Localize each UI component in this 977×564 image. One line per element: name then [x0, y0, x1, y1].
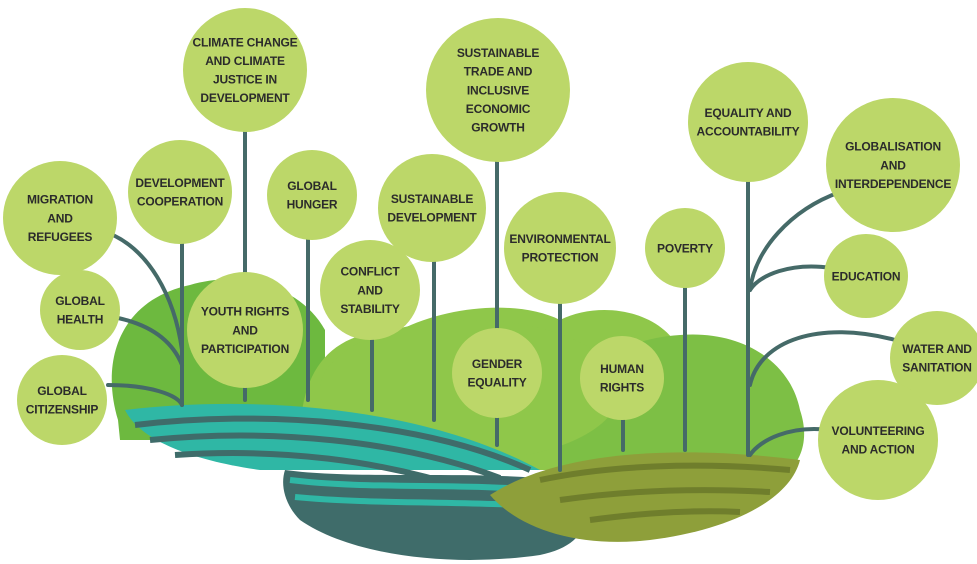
bubble-label-water-sanitation: SANITATION	[902, 361, 972, 375]
bubble-global-health: GLOBAL HEALTH	[40, 270, 120, 350]
bubble-volunteering: VOLUNTEERING AND ACTION	[818, 380, 938, 500]
bubble-environmental-protection: ENVIRONMENTAL PROTECTION	[504, 192, 616, 304]
bubble-label-conflict-stability: CONFLICT	[340, 265, 400, 279]
bubble-label-conflict-stability: STABILITY	[340, 302, 400, 316]
stem-migration	[98, 228, 184, 352]
bubble-circle-conflict-stability	[320, 240, 420, 340]
teal-stripe-1	[134, 415, 532, 473]
bubble-label-volunteering: VOLUNTEERING	[832, 424, 925, 438]
bubble-label-climate-change: JUSTICE IN	[213, 73, 277, 87]
bubble-label-gender-equality: EQUALITY	[467, 376, 526, 390]
bubble-climate-change: CLIMATE CHANGE AND CLIMATE JUSTICE IN DEVEL…	[183, 8, 307, 132]
stem-water-sanitation	[748, 330, 897, 387]
bubble-circle-poverty	[645, 208, 725, 288]
bubble-circle-global-health	[40, 270, 120, 350]
bubble-label-globalisation: AND	[880, 158, 906, 172]
bubble-label-sustainable-development: SUSTAINABLE	[391, 192, 473, 206]
bubble-label-human-rights: HUMAN	[600, 362, 644, 376]
bubble-label-climate-change: AND CLIMATE	[205, 54, 285, 68]
bubble-migration: MIGRATION AND REFUGEES	[3, 161, 117, 275]
bubble-education: EDUCATION	[824, 234, 908, 318]
bubble-circle-global-hunger	[267, 150, 357, 240]
bubble-circle-globalisation	[826, 98, 960, 232]
bubble-circle-education	[824, 234, 908, 318]
bubble-label-water-sanitation: WATER AND	[902, 342, 972, 356]
bubble-label-global-hunger: GLOBAL	[287, 179, 336, 193]
bubble-label-migration: AND	[47, 211, 73, 225]
bubble-label-environmental-protection: PROTECTION	[522, 251, 599, 265]
bubble-circle-youth-rights	[187, 272, 303, 388]
bubble-label-climate-change: CLIMATE CHANGE	[193, 35, 298, 49]
olive-stripe-2	[559, 487, 771, 503]
bubble-label-development-cooperation: COOPERATION	[137, 195, 223, 209]
bubble-circle-equality-accountability	[688, 62, 808, 182]
stem-global-health	[116, 316, 184, 367]
bubble-circle-environmental-protection	[504, 192, 616, 304]
bubble-label-poverty: POVERTY	[657, 241, 713, 255]
bubble-label-sustainable-trade: TRADE AND	[464, 65, 533, 79]
bubble-circle-migration	[3, 161, 117, 275]
bubble-label-sustainable-trade: INCLUSIVE	[467, 83, 529, 97]
bubble-label-globalisation: INTERDEPENDENCE	[835, 177, 952, 191]
bubble-circle-volunteering	[818, 380, 938, 500]
bubble-sustainable-development: SUSTAINABLE DEVELOPMENT	[378, 154, 486, 262]
striped-fields	[125, 403, 800, 560]
bubble-label-global-citizenship: CITIZENSHIP	[26, 403, 99, 417]
bubble-water-sanitation: WATER AND SANITATION	[890, 311, 977, 405]
bubble-conflict-stability: CONFLICT AND STABILITY	[320, 240, 420, 340]
topic-bubbles: MIGRATION AND REFUGEES GLOBAL HEALTH GLOBAL CI…	[3, 8, 977, 500]
bubble-label-equality-accountability: ACCOUNTABILITY	[697, 125, 800, 139]
stem-globalisation	[748, 190, 842, 292]
bubble-label-education: EDUCATION	[832, 269, 901, 283]
bubble-human-rights: HUMAN RIGHTS	[580, 336, 664, 420]
bubble-circle-sustainable-trade	[426, 18, 570, 162]
olive-stripe-1	[539, 462, 791, 483]
bubble-label-youth-rights: YOUTH RIGHTS	[201, 305, 289, 319]
bubble-label-sustainable-trade: SUSTAINABLE	[457, 46, 539, 60]
bubble-label-global-hunger: HUNGER	[287, 198, 338, 212]
stem-education	[748, 264, 834, 292]
bubble-circle-global-citizenship	[17, 355, 107, 445]
bubble-label-conflict-stability: AND	[357, 283, 383, 297]
bubble-label-human-rights: RIGHTS	[600, 381, 644, 395]
bubble-sustainable-trade: SUSTAINABLE TRADE AND INCLUSIVE ECONOMIC GRO…	[426, 18, 570, 162]
olive-stripe-3	[589, 508, 741, 523]
bubble-label-global-health: HEALTH	[57, 313, 104, 327]
bubble-label-gender-equality: GENDER	[472, 357, 523, 371]
bubble-label-climate-change: DEVELOPMENT	[200, 91, 290, 105]
bubble-circle-gender-equality	[452, 328, 542, 418]
bubble-development-cooperation: DEVELOPMENT COOPERATION	[128, 140, 232, 244]
bubble-globalisation: GLOBALISATION AND INTERDEPENDENCE	[826, 98, 960, 232]
bubble-label-development-cooperation: DEVELOPMENT	[135, 176, 225, 190]
bubble-label-migration: MIGRATION	[27, 193, 93, 207]
bubble-circle-human-rights	[580, 336, 664, 420]
bubble-global-hunger: GLOBAL HUNGER	[267, 150, 357, 240]
bubble-label-migration: REFUGEES	[28, 230, 93, 244]
teal-stripe-2	[149, 432, 502, 481]
bubble-label-globalisation: GLOBALISATION	[845, 140, 941, 154]
bubble-label-environmental-protection: ENVIRONMENTAL	[509, 232, 610, 246]
bubble-youth-rights: YOUTH RIGHTS AND PARTICIPATION	[187, 272, 303, 388]
bubble-equality-accountability: EQUALITY AND ACCOUNTABILITY	[688, 62, 808, 182]
bubble-global-citizenship: GLOBAL CITIZENSHIP	[17, 355, 107, 445]
bubble-label-global-citizenship: GLOBAL	[37, 384, 86, 398]
bubble-label-youth-rights: AND	[232, 323, 258, 337]
bubble-gender-equality: GENDER EQUALITY	[452, 328, 542, 418]
bubble-label-global-health: GLOBAL	[55, 294, 104, 308]
bubble-label-sustainable-trade: ECONOMIC	[466, 102, 531, 116]
bubble-label-sustainable-trade: GROWTH	[471, 121, 524, 135]
bubble-circle-development-cooperation	[128, 140, 232, 244]
bubble-circle-sustainable-development	[378, 154, 486, 262]
bubble-label-equality-accountability: EQUALITY AND	[705, 106, 792, 120]
bubble-poverty: POVERTY	[645, 208, 725, 288]
bubble-label-sustainable-development: DEVELOPMENT	[387, 211, 477, 225]
bubble-label-volunteering: AND ACTION	[842, 443, 915, 457]
bubble-circle-water-sanitation	[890, 311, 977, 405]
stem-volunteering	[748, 427, 832, 457]
bubble-circle-climate-change	[183, 8, 307, 132]
bubble-label-youth-rights: PARTICIPATION	[201, 342, 289, 356]
